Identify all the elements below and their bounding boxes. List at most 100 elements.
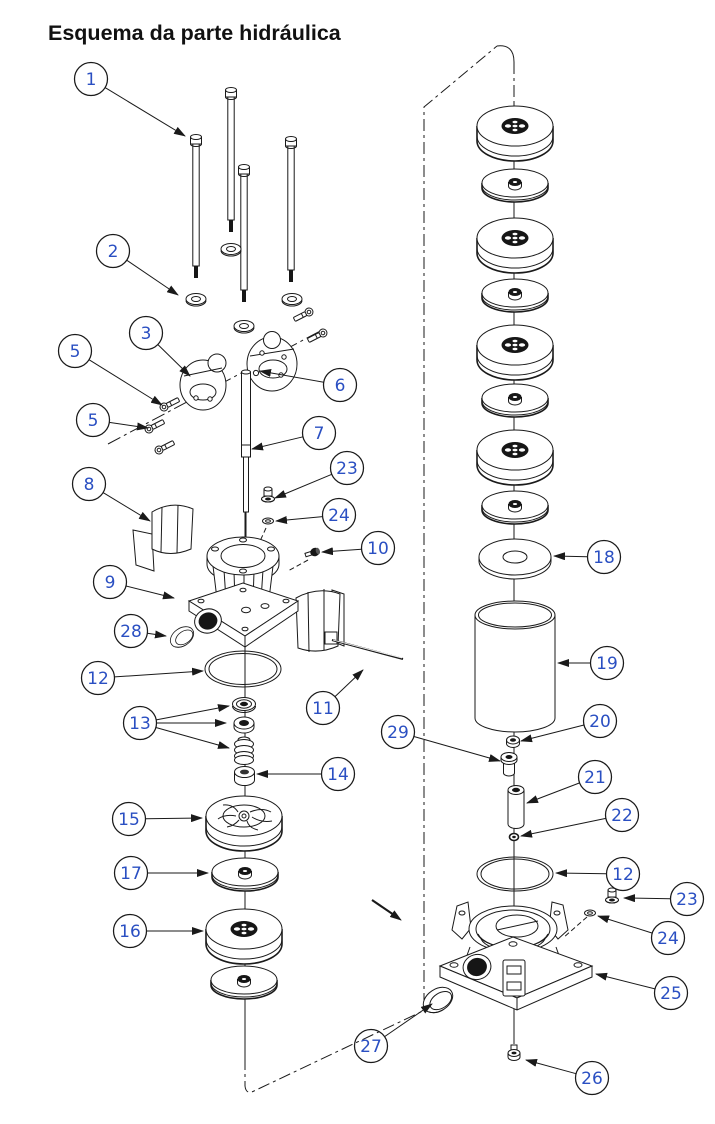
tie-bolt-3 [238,164,250,302]
o-ring-upper [204,650,282,688]
discharge-head [187,536,300,648]
callout-circle [650,920,686,956]
callout-circle [92,564,128,600]
tie-bolt-1 [190,134,202,278]
dash-hint-3 [562,916,588,939]
stage-stack [476,105,554,525]
suction-base [438,901,594,1011]
cable-guard-right [295,589,345,653]
callout-26: 26 [525,1059,610,1096]
leader-line [623,894,671,903]
callout-circle [321,497,357,533]
callout-23: 23 [623,881,705,917]
callout-24: 24 [597,915,686,956]
callout-5: 5 [57,333,163,406]
callout-circle [57,333,93,369]
base-screw-26 [507,1044,521,1061]
callout-14: 14 [256,756,356,792]
plug-washer-upper [262,517,274,525]
callout-circle [669,881,705,917]
callout-15: 15 [111,801,203,837]
callout-circle [80,660,116,696]
callout-number: 8 [84,475,95,495]
callout-29: 29 [380,714,501,762]
diffuser-disc-17 [211,857,279,892]
callout-number: 5 [70,342,81,362]
page-title: Esquema da parte hidráulica [48,21,342,45]
callout-circle [95,233,131,269]
callout-circle [320,756,356,792]
callout-circle [301,415,337,451]
leader-line [102,492,151,522]
leader-line [334,669,364,697]
callout-number: 23 [336,459,358,479]
leader-line [104,87,186,137]
callout-number: 2 [108,242,119,262]
leader-line [595,972,656,990]
callout-12: 12 [555,856,641,892]
leader-line [114,667,204,678]
tie-bolt-4 [285,136,297,282]
callout-22: 22 [520,797,640,838]
leader-line [553,552,588,561]
leader-line [157,344,191,377]
callout-number: 13 [129,714,151,734]
callout-1: 1 [73,61,186,137]
callout-circle [582,703,618,739]
cable-guard-left [132,504,194,572]
leader-line [251,436,304,451]
o-ring-lower [476,856,554,892]
callout-circle [113,613,149,649]
callout-circle [360,530,396,566]
leader-line [88,359,163,406]
leader-line [275,515,323,524]
callout-number: 27 [360,1037,382,1057]
impeller-16 [205,908,283,965]
callout-number: 10 [367,539,389,559]
callout-28: 28 [113,613,167,649]
callout-circle [577,759,613,795]
lock-nut-22 [508,832,520,842]
callout-13: 13 [122,704,230,749]
callout-circle [653,975,689,1011]
callout-3: 3 [128,315,191,377]
seal-ring-28 [166,622,198,652]
callout-circle [128,315,164,351]
callout-number: 29 [387,723,409,743]
callout-circle [589,645,625,681]
leader-line [555,869,607,878]
callouts: 1235567232481092812131114151716271819202… [57,61,705,1096]
spacer-sleeve [234,766,255,786]
dash-hint-2 [287,559,309,572]
leader-line [526,782,580,804]
callout-circle [305,690,341,726]
callout-number: 22 [611,806,633,826]
outer-sleeve [474,600,556,733]
callout-21: 21 [526,759,613,804]
callout-5: 5 [75,402,149,438]
callout-9: 9 [92,564,175,600]
callout-number: 15 [118,810,140,830]
callout-number: 23 [676,890,698,910]
callout-number: 18 [593,548,615,568]
callout-number: 25 [660,984,682,1004]
leader-line [384,1003,433,1038]
callout-number: 17 [120,864,142,884]
callout-circle [112,913,148,949]
tie-rod [331,638,404,921]
leader-line [126,259,179,296]
coupling-half-right [246,331,298,392]
callout-number: 1 [86,70,97,90]
leader-line [125,585,175,600]
callout-number: 26 [581,1069,603,1089]
callout-23: 23 [274,450,365,499]
spacer-tube-21 [507,785,525,829]
callout-number: 12 [87,669,109,689]
shaft-nut-20 [506,735,520,748]
plug-10 [304,547,321,558]
callout-11: 11 [305,669,364,726]
callout-6: 6 [259,367,358,403]
callout-20: 20 [520,703,618,743]
callout-circle [322,367,358,403]
